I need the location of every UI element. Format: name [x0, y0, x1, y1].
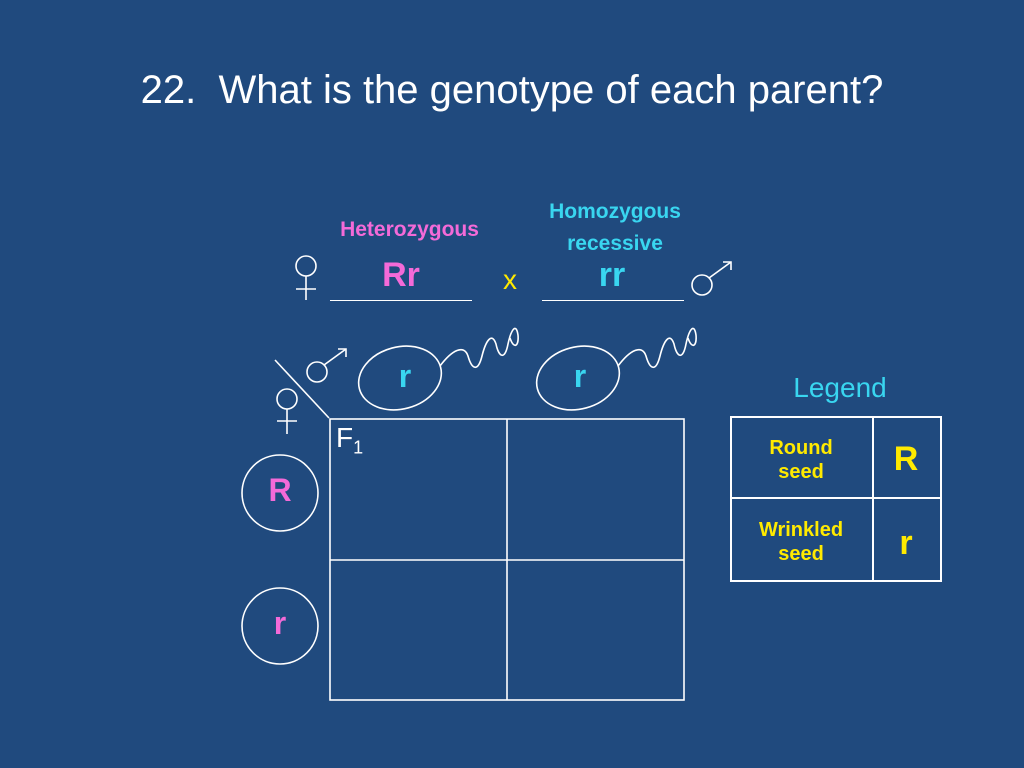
male-symbol-icon — [691, 261, 732, 296]
legend-symbol-wrinkled: r — [899, 524, 913, 562]
f1-label-subscript: 1 — [353, 437, 364, 458]
male-genotype: rr — [598, 256, 626, 294]
female-genotype: Rr — [382, 256, 420, 294]
sperm-2-allele: r — [573, 358, 587, 394]
legend-symbol-round: R — [893, 440, 919, 478]
legend-table — [730, 416, 942, 582]
sperm-cell-1 — [357, 327, 519, 411]
punnett-female-symbol-icon — [276, 388, 298, 434]
egg-1-allele: R — [268, 472, 292, 508]
legend-title: Legend — [793, 372, 887, 403]
egg-2-allele: r — [273, 605, 287, 641]
punnett-male-symbol-icon — [306, 348, 347, 383]
punnett-square — [329, 418, 685, 701]
sperm-1-allele: r — [398, 358, 412, 394]
female-phenotype-label: Heterozygous — [340, 218, 479, 241]
punnett-corner-divider — [274, 359, 330, 419]
f1-label: F1 — [336, 422, 363, 459]
cross-symbol: x — [503, 264, 517, 295]
f1-label-text: F — [336, 422, 354, 453]
male-genotype-blank — [542, 300, 684, 301]
sperm-cell-2 — [535, 327, 697, 411]
egg-cell-1 — [241, 454, 319, 532]
female-symbol-icon — [295, 255, 317, 300]
female-genotype-blank — [330, 300, 472, 301]
egg-cell-2 — [241, 587, 319, 665]
slide-title: 22. What is the genotype of each parent? — [140, 68, 884, 112]
